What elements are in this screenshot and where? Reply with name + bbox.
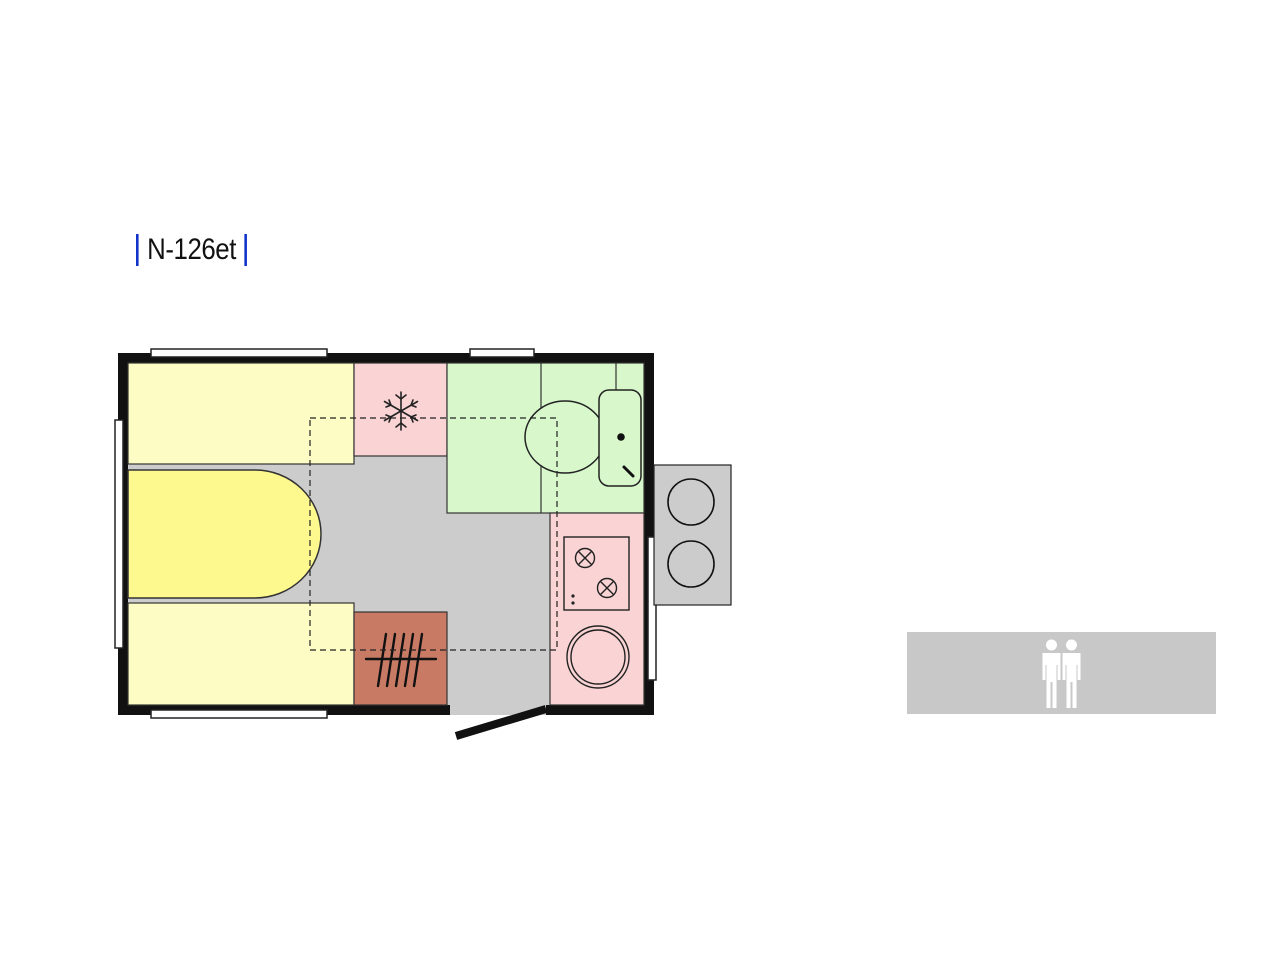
- bench-top: [127, 362, 355, 465]
- window-side: [647, 536, 657, 681]
- snowflake-icon: [383, 391, 419, 431]
- washroom-zone: [446, 362, 645, 514]
- table-outline: [309, 417, 558, 651]
- bench-bottom: [127, 602, 355, 706]
- window-top-right: [469, 348, 535, 358]
- capacity-bar: [907, 632, 1216, 714]
- window-front: [114, 419, 124, 649]
- person-icon: [1042, 639, 1061, 708]
- window-top-left: [150, 348, 328, 358]
- entrance-door: [454, 705, 548, 740]
- heater-zone: [353, 611, 448, 706]
- heater-grille-icon: [364, 632, 438, 688]
- person-icon: [1062, 639, 1081, 708]
- window-bottom: [150, 709, 328, 719]
- outdoor-kitchen: [653, 464, 732, 606]
- kitchen-zone: [549, 512, 645, 706]
- hob-icon: [563, 536, 630, 611]
- fridge-zone: [353, 362, 448, 457]
- bed-cushion: [127, 469, 322, 599]
- label-bar-left: [136, 234, 139, 266]
- door-opening: [450, 705, 546, 715]
- persons-group: [1042, 639, 1081, 708]
- outdoor-kitchen-panel: [653, 464, 732, 606]
- sink-icon: [566, 625, 630, 689]
- outdoor-burner-icon: [667, 540, 715, 588]
- outdoor-burner-icon: [667, 478, 715, 526]
- label-bar-right: [244, 234, 248, 266]
- toilet-icon: [524, 389, 642, 487]
- model-name: N-126et: [147, 233, 236, 266]
- model-label: N-126et: [136, 230, 248, 270]
- sleeping-zone: [127, 362, 355, 706]
